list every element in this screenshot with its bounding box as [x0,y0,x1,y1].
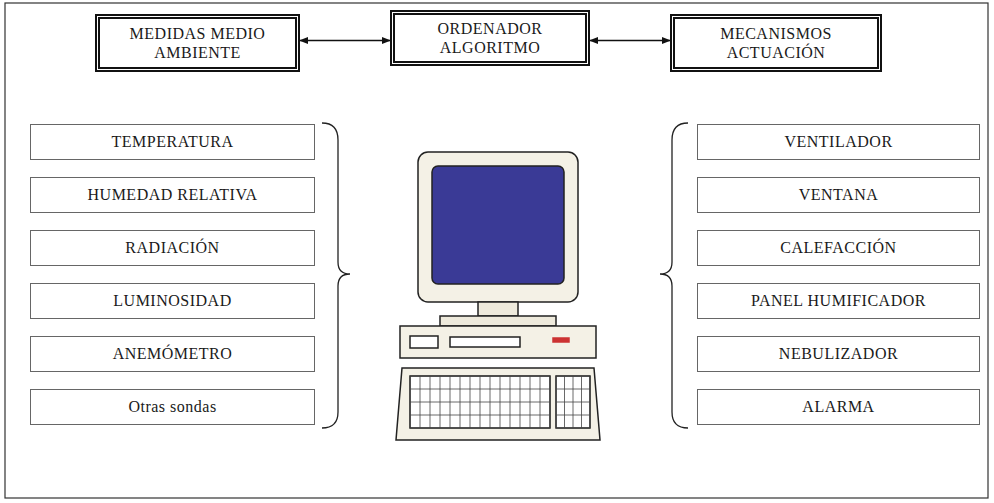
double-arrow [300,40,390,42]
box-label: VENTILADOR [784,132,892,151]
item-box: RADIACIÓN [30,230,315,266]
box-label: NEBULIZADOR [779,344,898,363]
box-label: HUMEDAD RELATIVA [88,185,258,204]
item-box: ANEMÓMETRO [30,336,315,372]
right-brace [660,123,688,428]
item-box: CALEFACCIÓN [697,230,980,266]
box-label: RADIACIÓN [125,238,219,257]
box-label: TEMPERATURA [112,132,234,151]
box-label: ALARMA [802,397,874,416]
left-brace [322,123,350,428]
computer-illustration [396,152,600,440]
box-label: MECANISMOS ACTUACIÓN [683,24,869,62]
outer-frame [5,3,988,498]
heading-box: MEDIDAS MEDIO AMBIENTE [95,14,300,72]
box-label: ORDENADOR ALGORITMO [403,19,577,57]
heading-box: MECANISMOS ACTUACIÓN [670,14,882,72]
box-label: VENTANA [799,185,879,204]
box-label: ANEMÓMETRO [113,344,233,363]
box-label: Otras sondas [128,397,216,416]
box-label: PANEL HUMIFICADOR [751,291,926,310]
item-box: NEBULIZADOR [697,336,980,372]
box-label: MEDIDAS MEDIO AMBIENTE [108,24,287,62]
item-box: LUMINOSIDAD [30,283,315,319]
item-box: TEMPERATURA [30,124,315,160]
item-box: HUMEDAD RELATIVA [30,177,315,213]
keyboard-keys [410,376,590,428]
item-box: Otras sondas [30,389,315,425]
box-label: LUMINOSIDAD [113,291,231,310]
item-box: ALARMA [697,389,980,425]
item-box: VENTANA [697,177,980,213]
item-box: VENTILADOR [697,124,980,160]
double-arrow [590,40,670,42]
box-label: CALEFACCIÓN [780,238,896,257]
item-box: PANEL HUMIFICADOR [697,283,980,319]
heading-box: ORDENADOR ALGORITMO [390,10,590,66]
